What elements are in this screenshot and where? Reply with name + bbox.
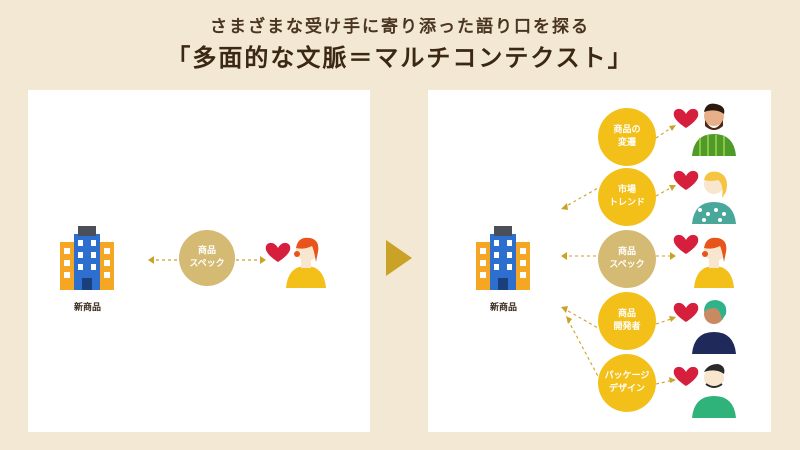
play-arrow-icon	[386, 240, 412, 276]
bubble-line1: 市場	[617, 185, 636, 195]
bubble-line1: パッケージ	[604, 371, 650, 381]
person-icon	[692, 300, 736, 354]
heart-icon	[265, 242, 291, 262]
heart-icon	[673, 170, 699, 190]
bubble-line2: トレンド	[608, 198, 645, 208]
building-label: 新商品	[74, 303, 102, 313]
bubble-line2: スペック	[609, 260, 645, 270]
bubble-line2: スペック	[189, 259, 225, 269]
bubble-line1: 商品	[617, 309, 636, 319]
right-diagram	[476, 103, 736, 418]
heart-icon	[673, 234, 699, 254]
bubble-history: 商品の 変遷	[598, 108, 656, 166]
page-title: 「多面的な文脈＝マルチコンテクスト」	[166, 44, 634, 72]
person-icon	[692, 103, 736, 156]
bubble-line2: 変遷	[617, 138, 636, 148]
bubble-developer: 商品 開発者	[598, 292, 656, 350]
building-label: 新商品	[490, 303, 518, 313]
person-icon	[286, 237, 326, 288]
heart-icon	[673, 302, 699, 322]
subtitle: さまざまな受け手に寄り添った語り口を探る	[210, 17, 590, 37]
heart-icon	[673, 366, 699, 386]
bubble-market-trend: 市場 トレンド	[598, 168, 656, 226]
right-panel: 商品の 変遷 市場 トレンド 商品 スペック 商品 開発者 パッケージ デザイン…	[428, 90, 771, 432]
bubble-line1: 商品	[617, 247, 636, 257]
bubble-package-design: パッケージ デザイン	[598, 354, 656, 412]
bubble-spec: 商品 スペック	[598, 230, 656, 288]
building-icon	[476, 226, 530, 290]
left-panel: 商品 スペック 新商品	[28, 90, 370, 432]
bubble-line1: 商品	[197, 246, 216, 256]
bubble-line1: 商品の	[613, 125, 641, 135]
spec-bubble: 商品 スペック	[179, 230, 235, 286]
building-icon	[60, 226, 114, 290]
heart-icon	[673, 108, 699, 128]
bubble-line2: デザイン	[608, 384, 645, 394]
bubble-line2: 開発者	[613, 322, 641, 332]
person-icon	[694, 237, 734, 288]
person-icon	[692, 171, 736, 224]
person-icon	[692, 364, 736, 418]
left-diagram	[60, 226, 326, 290]
